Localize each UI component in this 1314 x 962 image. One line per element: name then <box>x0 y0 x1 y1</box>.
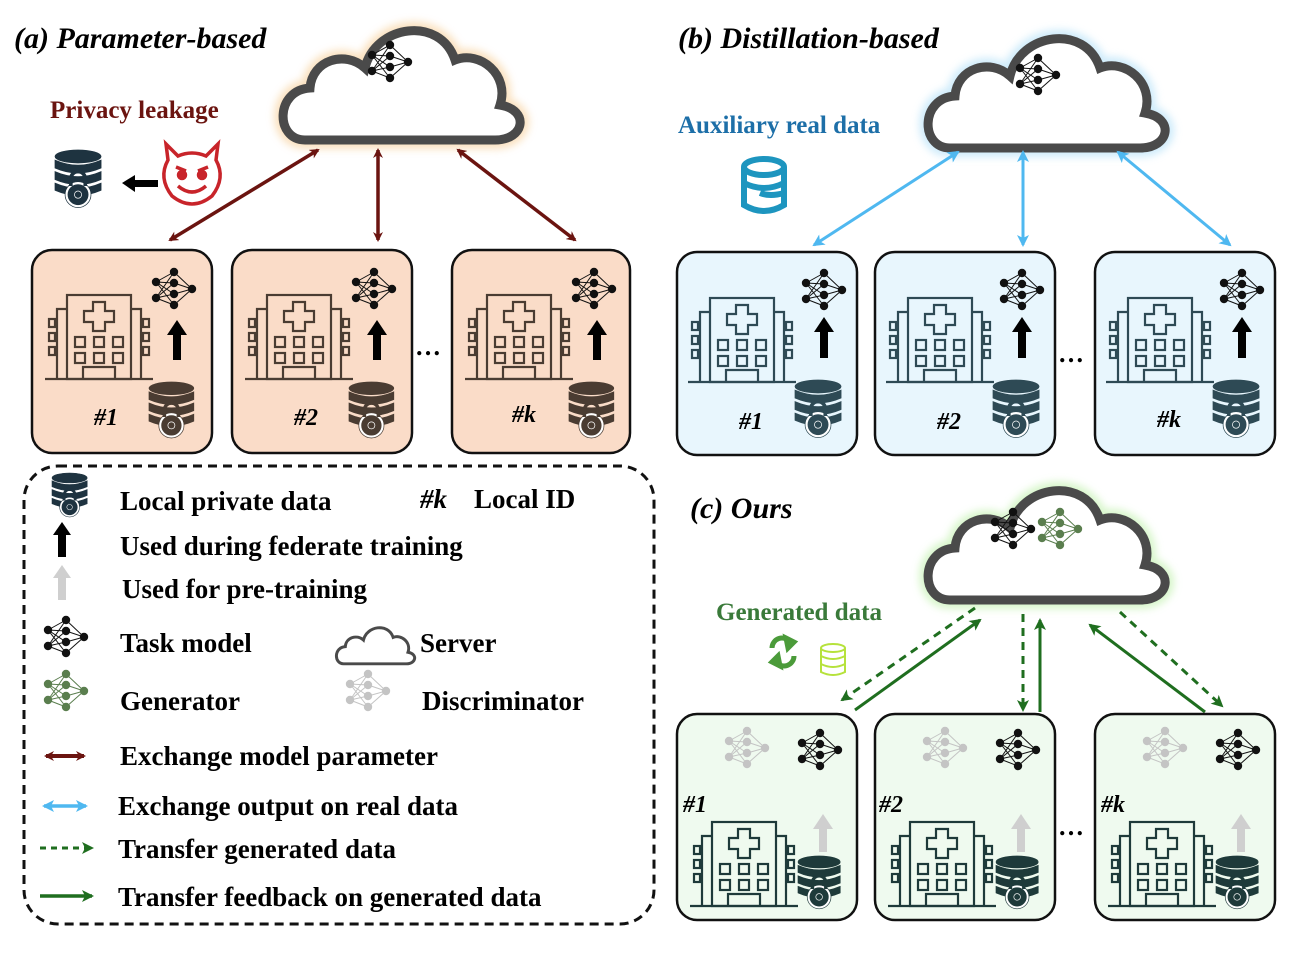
client-id: #2 <box>293 405 318 431</box>
discriminator-icon <box>345 669 391 712</box>
legend-border <box>22 464 656 926</box>
client-box-2: #2 <box>873 712 1057 922</box>
black-up-arrow-icon <box>53 522 71 557</box>
locked-database-icon <box>53 148 103 210</box>
client-box-2: #2 <box>873 250 1057 457</box>
server-cloud-icon <box>334 626 417 666</box>
client-box-1: #1 <box>30 248 214 455</box>
server-cloud <box>928 39 1165 148</box>
legend-label-discriminator: Discriminator <box>422 686 584 716</box>
client-id: #k <box>511 402 536 428</box>
generated-data-arrows <box>840 606 1224 714</box>
legend-label-exchange-output: Exchange output on real data <box>118 791 459 821</box>
gray-up-arrow-icon <box>813 814 833 852</box>
database-icon <box>820 643 846 676</box>
legend-label-task-model: Task model <box>120 628 252 658</box>
client-box-1: #1 <box>675 250 859 457</box>
client-id: #1 <box>682 792 707 818</box>
database-icon <box>741 156 787 214</box>
generator-icon <box>43 669 89 712</box>
client-box-1: #1 <box>675 712 859 922</box>
client-id: #2 <box>878 792 903 818</box>
param-arrow-client-k <box>456 148 577 242</box>
locked-database-icon <box>50 471 89 519</box>
black-up-arrow-icon <box>367 320 387 360</box>
client-id: #1 <box>93 405 118 431</box>
legend-label-generator: Generator <box>120 686 240 716</box>
legend: Local private data #k Local ID Used duri… <box>22 464 656 926</box>
black-up-arrow-icon <box>814 317 834 358</box>
ellipsis: … <box>1058 812 1084 841</box>
local-id-symbol: #k <box>419 484 448 514</box>
feedback-arrow-client-1 <box>854 618 982 712</box>
server-cloud <box>928 491 1165 600</box>
legend-label-federate-training: Used during federate training <box>120 531 463 561</box>
panel-c-title: (c) Ours <box>690 492 793 525</box>
auxiliary-real-data-label: Auxiliary real data <box>678 112 881 139</box>
panel-ours: (c) Ours Generated data <box>675 491 1277 922</box>
server-cloud <box>283 31 520 140</box>
legend-label-local-private-data: Local private data <box>120 486 332 516</box>
panel-distillation-based: (b) Distillation-based Auxiliary real da… <box>675 22 1277 457</box>
feedback-arrow-client-k <box>1088 623 1206 714</box>
distill-arrow-client-1 <box>812 150 960 247</box>
param-arrow-client-1 <box>168 148 320 242</box>
refresh-icon <box>767 633 799 671</box>
black-up-arrow-icon <box>587 320 607 360</box>
privacy-leakage-label: Privacy leakage <box>50 97 219 124</box>
legend-label-server: Server <box>420 628 496 658</box>
client-id: #k <box>1156 407 1181 433</box>
legend-label-pre-training: Used for pre-training <box>122 574 367 604</box>
black-up-arrow-icon <box>1012 317 1032 358</box>
panel-a-title: (a) Parameter-based <box>14 22 267 55</box>
black-up-arrow-icon <box>1232 317 1252 358</box>
generated-data-label: Generated data <box>716 599 882 626</box>
gray-up-arrow-icon <box>1231 814 1251 852</box>
black-up-arrow-icon <box>167 320 187 360</box>
client-id: #1 <box>738 409 763 435</box>
arrow-left-icon <box>122 175 158 192</box>
client-box-2: #2 <box>230 248 414 455</box>
devil-icon <box>162 139 222 206</box>
client-box-k: #k <box>1093 250 1277 457</box>
task-model-icon <box>43 615 89 658</box>
gen-data-arrow-client-k <box>1118 610 1224 708</box>
legend-label-exchange-parameter: Exchange model parameter <box>120 741 438 771</box>
client-id: #k <box>1100 792 1125 818</box>
legend-label-transfer-feedback: Transfer feedback on generated data <box>118 882 542 912</box>
legend-label-local-id: Local ID <box>474 484 575 514</box>
distill-arrow-client-k <box>1116 150 1232 247</box>
ellipsis: … <box>1058 339 1084 368</box>
client-id: #2 <box>936 409 961 435</box>
client-box-k: #k <box>1093 712 1277 922</box>
panel-parameter-based: (a) Parameter-based Privacy leakage <box>14 22 632 455</box>
exchange-parameter-arrows <box>168 148 577 242</box>
gray-up-arrow-icon <box>1011 814 1031 852</box>
ellipsis: … <box>415 332 441 361</box>
legend-label-transfer-generated: Transfer generated data <box>118 834 396 864</box>
panel-b-title: (b) Distillation-based <box>678 22 940 55</box>
client-box-k: #k <box>450 248 632 455</box>
gray-up-arrow-icon <box>53 565 71 600</box>
exchange-output-arrows <box>812 150 1232 247</box>
